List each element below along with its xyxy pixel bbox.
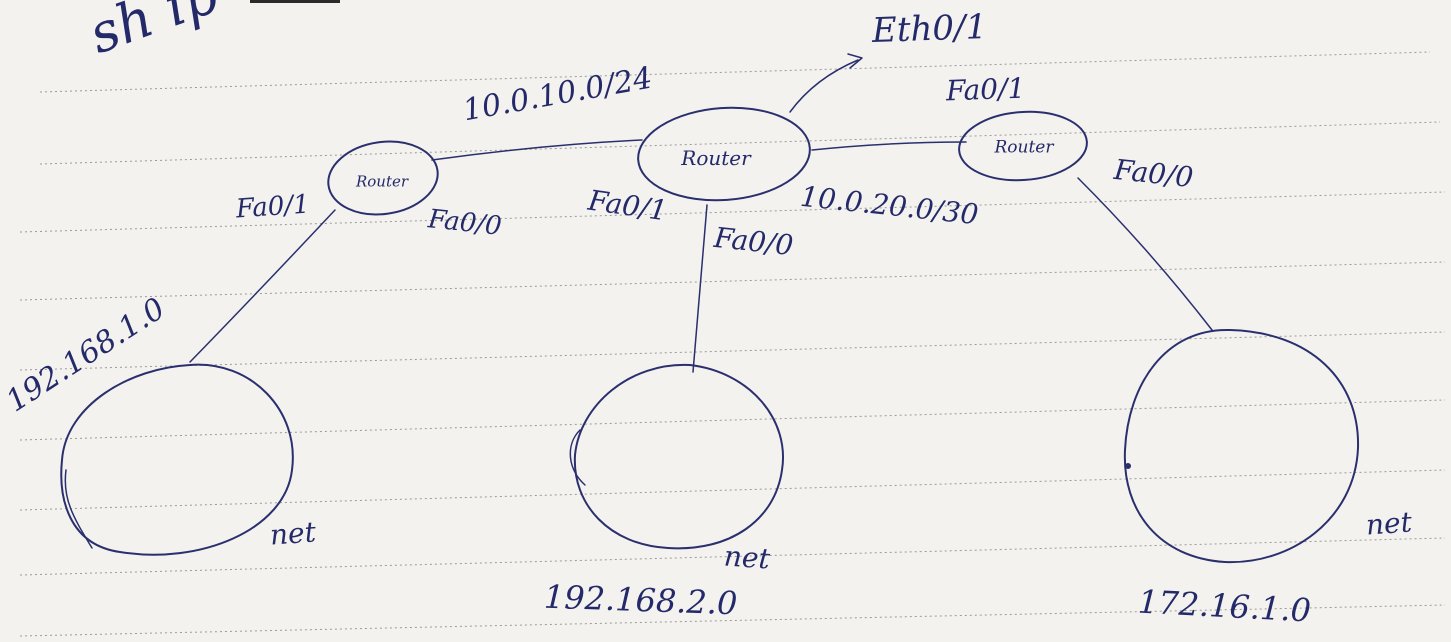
- net-center-shape: [573, 363, 784, 550]
- link-router-left-to-net: [189, 209, 336, 363]
- eth-link-line: [789, 59, 859, 113]
- net-right-address: 172.16.1.0: [1137, 582, 1312, 630]
- net-center-label: net: [722, 539, 771, 576]
- interface-label-right-router-right: Fa0/0: [1112, 152, 1195, 195]
- net-left-shape: [60, 363, 294, 556]
- net-left-label: net: [268, 515, 317, 552]
- ruled-lines: [19, 51, 1446, 637]
- eth-arrow-head: [847, 53, 863, 69]
- router-center-label: Router: [681, 146, 751, 170]
- link-router-right-to-net: [1077, 177, 1213, 331]
- net-right-shape: [1123, 328, 1360, 564]
- net-center-overlap-stroke: [569, 429, 586, 486]
- link-router-center-to-net: [692, 204, 708, 373]
- router-left-shape: [327, 140, 439, 216]
- interface-label-right-router-top: Fa0/1: [945, 71, 1026, 108]
- link-left-center: [431, 139, 643, 161]
- router-center-shape: [637, 106, 811, 202]
- router-right-label: Router: [994, 137, 1054, 158]
- net-left-overlap-stroke: [64, 469, 93, 549]
- net-right-label: net: [1364, 505, 1413, 542]
- router-left-label: Router: [355, 172, 409, 191]
- interface-label-center-router-bottom: Fa0/0: [712, 220, 795, 263]
- net-right-dot: [1125, 463, 1131, 469]
- link-center-right: [811, 141, 967, 151]
- net-center-address: 192.168.2.0: [543, 577, 738, 623]
- page-edge-mark: [250, 0, 340, 3]
- interface-label-left-router-left: Fa0/1: [235, 189, 311, 225]
- interface-label-left-router-right: Fa0/0: [426, 204, 503, 242]
- interface-label-center-router-top: Eth0/1: [871, 7, 988, 51]
- router-right-shape: [958, 110, 1088, 182]
